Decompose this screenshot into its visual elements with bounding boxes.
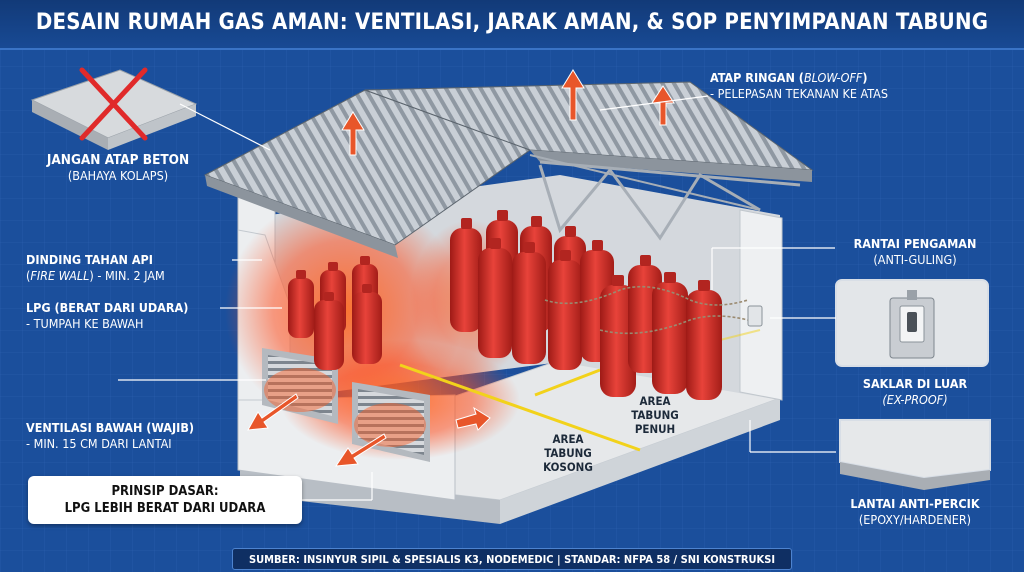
label-fire-wall-sub-prefix: ( [26,268,31,283]
leader-lines [118,95,836,501]
label-switch: SAKLAR DI LUAR (EX-PROOF) [836,376,994,408]
label-floor: LANTAI ANTI-PERCIK (EPOXY/HARDENER) [826,496,1004,528]
area-empty-line-3: KOSONG [543,460,593,474]
label-no-concrete-roof: JANGAN ATAP BETON (BAHAYA KOLAPS) [28,152,208,184]
label-light-roof-head: ATAP RINGAN (BLOW-OFF) [710,70,888,86]
label-lpg-head: LPG (BERAT DARI UDARA) [26,300,189,315]
label-fire-wall: DINDING TAHAN API (FIRE WALL) - MIN. 2 J… [26,252,165,284]
label-light-roof-sub: - PELEPASAN TEKANAN KE ATAS [710,86,888,101]
cross-icon [79,67,148,141]
source-footer: SUMBER: INSINYUR SIPIL & SPESIALIS K3, N… [232,548,792,570]
label-floor-head: LANTAI ANTI-PERCIK [850,496,980,511]
label-chain-sub: (ANTI-GULING) [873,252,957,267]
principle-box: PRINSIP DASAR: LPG LEBIH BERAT DARI UDAR… [28,476,302,524]
principle-line-2: LPG LEBIH BERAT DARI UDARA [64,501,266,516]
area-full-line-2: TABUNG [631,408,679,422]
arrow-out-icon [247,393,491,467]
label-chain-head: RANTAI PENGAMAN [853,236,977,251]
switch-inset [835,279,989,367]
label-no-concrete-roof-head: JANGAN ATAP BETON [46,152,190,168]
area-empty-line-1: AREA [552,432,584,446]
label-fire-wall-head: DINDING TAHAN API [26,252,153,267]
area-empty-label: AREA TABUNG KOSONG [530,432,606,474]
area-full-line-1: AREA [639,394,671,408]
label-lpg: LPG (BERAT DARI UDARA) - TUMPAH KE BAWAH [26,300,188,332]
label-light-roof-head-suffix: ) [862,70,868,85]
label-chain: RANTAI PENGAMAN (ANTI-GULING) [836,236,994,268]
label-floor-sub: (EPOXY/HARDENER) [858,512,972,527]
chain-icon [544,285,749,335]
label-vent-sub: - MIN. 15 CM DARI LANTAI [26,436,172,451]
wall-switch [747,305,763,327]
cylinders-full [450,210,722,400]
page-title: DESAIN RUMAH GAS AMAN: VENTILASI, JARAK … [35,10,989,35]
roof [203,81,814,258]
title-bar [0,0,1024,50]
cylinders-empty [288,256,382,370]
area-empty-line-2: TABUNG [544,446,592,460]
principle-line-1: PRINSIP DASAR: [111,484,219,499]
arrow-up-icon [341,69,675,156]
label-fire-wall-sub-italic: FIRE WALL [30,268,90,283]
area-full-line-3: PENUH [634,422,676,436]
label-vent-head: VENTILASI BAWAH (WAJIB) [26,420,195,435]
label-switch-sub: (EX-PROOF) [882,392,948,407]
floor-marking [399,363,641,452]
label-no-concrete-roof-sub: (BAHAYA KOLAPS) [67,168,169,183]
label-light-roof-head-italic: BLOW-OFF [803,70,863,85]
floor-inset [839,419,991,490]
label-switch-head: SAKLAR DI LUAR [862,376,968,391]
label-fire-wall-sub: (FIRE WALL) - MIN. 2 JAM [26,268,165,284]
label-light-roof: ATAP RINGAN (BLOW-OFF) - PELEPASAN TEKAN… [710,70,888,102]
label-light-roof-head-prefix: ATAP RINGAN ( [710,70,804,85]
area-full-label: AREA TABUNG PENUH [620,394,690,436]
label-lpg-sub: - TUMPAH KE BAWAH [26,316,144,331]
label-fire-wall-sub-suffix: ) - MIN. 2 JAM [89,268,165,283]
label-vent: VENTILASI BAWAH (WAJIB) - MIN. 15 CM DAR… [26,420,194,452]
